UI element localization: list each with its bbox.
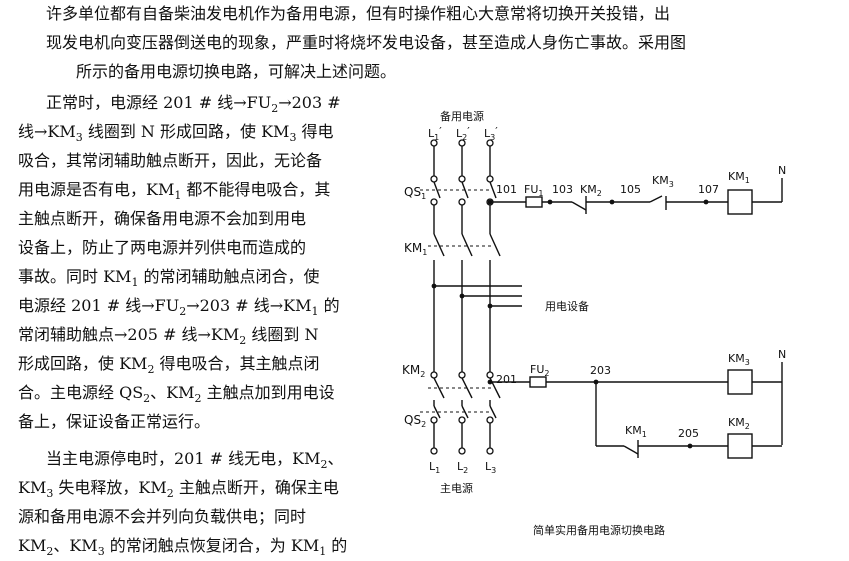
km2-main-label: KM2	[402, 363, 425, 379]
text-line: 常闭辅助触点→205 # 线→KM2 线圈到 N	[18, 325, 319, 348]
neutral-top-label: N	[778, 164, 786, 177]
km1-nc-label: KM1	[625, 424, 647, 439]
km3-nc-label: KM3	[652, 174, 674, 189]
main-source-title: 主电源	[440, 481, 473, 495]
text-line: 合。主电源经 QS2、KM2 主触点加到用电设	[18, 383, 335, 406]
phase-label: L2′	[456, 125, 470, 142]
text-line: KM3 失电释放，KM2 主触点断开，确保主电	[18, 478, 339, 501]
main-phase-labels: L1 L2 L3	[429, 460, 496, 475]
neutral-bottom-label: N	[778, 348, 786, 361]
qs2-switch	[420, 405, 497, 455]
wire-205-label: 205	[678, 427, 699, 440]
wire-203-label: 203	[590, 364, 611, 377]
wire-201-label: 201	[496, 373, 517, 386]
km2-nc-label: KM2	[580, 183, 602, 198]
phase-label: L1	[429, 460, 440, 475]
text-line: 正常时，电源经 201 # 线→FU2→203 #	[46, 93, 341, 116]
phase-label: L2	[457, 460, 468, 475]
load-label: 用电设备	[545, 299, 589, 313]
figure-caption: 简单实用备用电源切换电路	[533, 523, 665, 537]
wire-105-label: 105	[620, 183, 641, 196]
text-line: 备上，保证设备正常运行。	[18, 412, 211, 431]
wire-101-label: 101	[496, 183, 517, 196]
km1-main-label: KM1	[404, 241, 427, 257]
text-line: 现发电机向变压器倒送电的现象，严重时将烧坏发电设备，甚至造成人身伤亡事故。采用图	[46, 33, 687, 52]
km1-coil-label: KM1	[728, 170, 750, 185]
text-line: 主触点断开，确保备用电源不会加到用电	[18, 209, 307, 228]
text-line: 用电源是否有电，KM1 都不能得电吸合，其	[18, 180, 331, 203]
phase-label: L3	[485, 460, 496, 475]
text-line: 形成回路，使 KM2 得电吸合，其主触点闭	[18, 354, 320, 377]
km2-main-contacts	[428, 371, 501, 406]
fu2-label: FU2	[530, 363, 549, 378]
text-line: 事故。同时 KM1 的常闭辅助触点闭合，使	[18, 267, 320, 290]
backup-phase-labels: L1′ L2′ L3′	[428, 125, 498, 142]
qs1-switch	[420, 181, 497, 234]
text-line: 设备上，防止了两电源并列供电而造成的	[18, 238, 307, 257]
text-line: 线→KM3 线圈到 N 形成回路，使 KM3 得电	[18, 122, 334, 145]
km3-coil-label: KM3	[728, 352, 750, 367]
km2-coil-label: KM2	[728, 416, 750, 431]
text-line: 所示的备用电源切换电路，可解决上述问题。	[76, 62, 397, 81]
backup-phase-wires	[430, 139, 494, 183]
wire-107-label: 107	[698, 183, 719, 196]
top-control-line	[487, 178, 783, 215]
text-line: 源和备用电源不会并列向负载供电；同时	[18, 507, 307, 526]
phase-label: L1′	[428, 125, 442, 142]
wire-103-label: 103	[552, 183, 573, 196]
bottom-control-line	[487, 362, 783, 459]
load-bus	[431, 283, 522, 309]
km1-main-contacts	[428, 233, 501, 372]
qs1-label: QS1	[404, 185, 426, 201]
text-line: 电源经 201 # 线→FU2→203 # 线→KM1 的	[18, 296, 340, 319]
text-line: 当主电源停电时，201 # 线无电，KM2、	[46, 449, 344, 472]
fu1-label: FU1	[524, 183, 543, 198]
phase-label: L3′	[484, 125, 498, 142]
text-line: 吸合，其常闭辅助触点断开，因此，无论备	[18, 151, 323, 170]
text-line: 许多单位都有自备柴油发电机作为备用电源，但有时操作粗心大意常将切换开关投错，出	[46, 4, 671, 23]
qs2-label: QS2	[404, 413, 426, 429]
text-line: KM2、KM3 的常闭触点恢复闭合，为 KM1 的	[18, 536, 348, 559]
backup-source-title: 备用电源	[440, 109, 484, 123]
